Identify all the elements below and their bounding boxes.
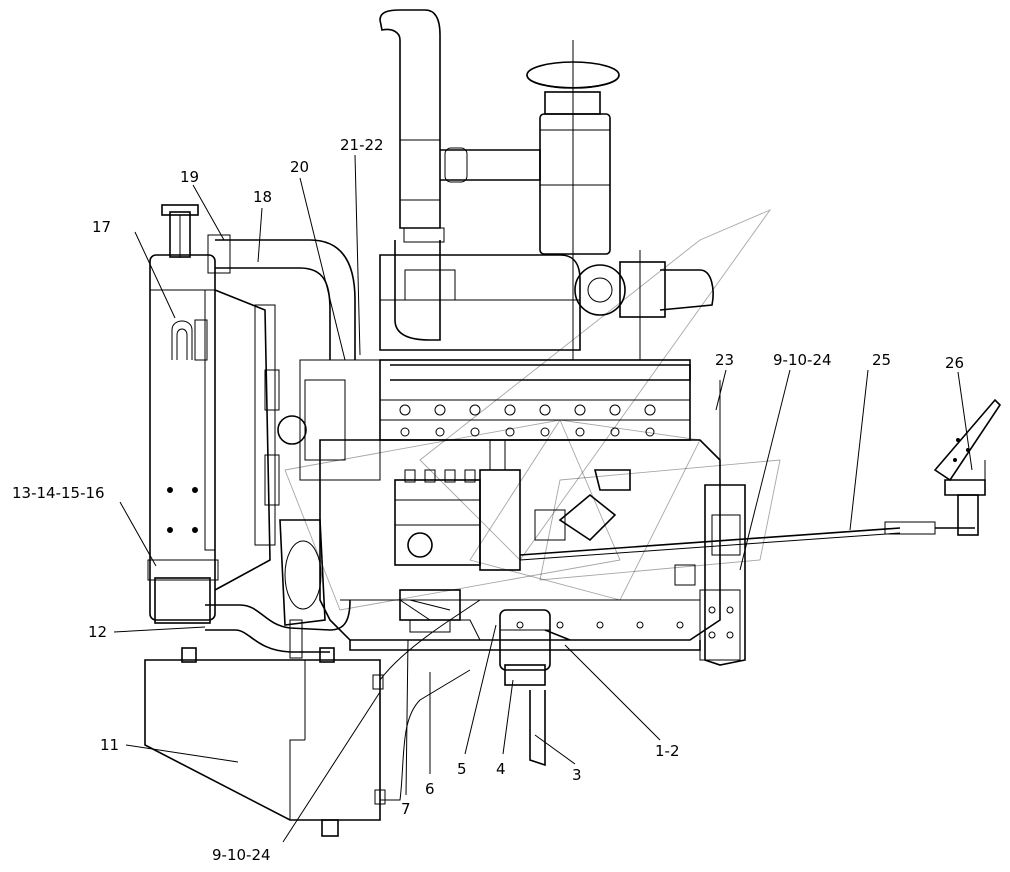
fuel-filter xyxy=(499,609,571,767)
throttle-pedal xyxy=(933,398,1002,536)
air-cleaner xyxy=(440,40,620,360)
callout-23: 23 xyxy=(715,351,734,369)
callout-9-10-24-top: 9-10-24 xyxy=(773,351,832,369)
callout-12: 12 xyxy=(88,623,107,641)
callout-labels: 17 19 18 20 21-22 23 9-10-24 25 26 13-14… xyxy=(12,136,964,864)
injection-pump xyxy=(394,440,521,571)
throttle-linkage xyxy=(519,521,975,586)
head-bolts xyxy=(399,404,656,437)
callout-19: 19 xyxy=(180,168,199,186)
callout-20: 20 xyxy=(290,158,309,176)
callout-1-2: 1-2 xyxy=(655,742,680,760)
callout-26: 26 xyxy=(945,354,964,372)
callout-18: 18 xyxy=(253,188,272,206)
upper-hose xyxy=(207,234,356,360)
callout-3: 3 xyxy=(572,766,582,784)
callout-4: 4 xyxy=(496,760,506,778)
fan xyxy=(214,289,326,626)
callout-25: 25 xyxy=(872,351,891,369)
callout-6: 6 xyxy=(425,780,435,798)
callout-13-14-15-16: 13-14-15-16 xyxy=(12,484,105,502)
radiator xyxy=(147,204,219,624)
flywheel-housing xyxy=(699,380,746,666)
callout-5: 5 xyxy=(457,760,467,778)
engine-mount xyxy=(399,589,461,633)
callout-21-22: 21-22 xyxy=(340,136,384,154)
callout-11: 11 xyxy=(100,736,119,754)
turbocharger xyxy=(574,250,714,360)
starter-motor xyxy=(534,469,631,542)
callout-7: 7 xyxy=(401,800,411,818)
engine-block xyxy=(299,359,721,651)
callout-17: 17 xyxy=(92,218,111,236)
lower-hose xyxy=(205,599,351,659)
callout-9-10-24-bottom: 9-10-24 xyxy=(212,846,271,864)
exhaust-pipe xyxy=(379,9,445,341)
oil-pan-bolts xyxy=(516,621,684,629)
leader-lines xyxy=(113,154,973,843)
fuel-tank xyxy=(144,647,386,837)
intake-box xyxy=(379,254,581,351)
